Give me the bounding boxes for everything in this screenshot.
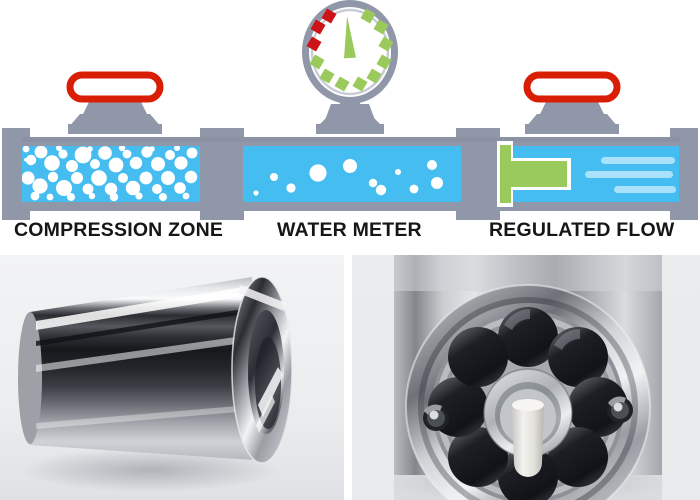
label-water-meter: WATER METER: [277, 219, 422, 241]
bubbles-dense: [22, 146, 198, 202]
flow-lines: [585, 157, 676, 193]
photo-strip: [0, 255, 700, 500]
label-regulated-flow: REGULATED FLOW: [489, 219, 675, 241]
screw-left: [423, 404, 449, 431]
valve-handle-left[interactable]: [66, 71, 164, 103]
valve-handle-right[interactable]: [523, 71, 621, 103]
gauge-stand: [316, 96, 384, 134]
center-pin: [512, 405, 544, 477]
gauge-needle: [344, 16, 356, 59]
valve-left[interactable]: [66, 71, 164, 134]
section-compression-zone: [22, 146, 200, 202]
valve-right[interactable]: [523, 71, 621, 134]
screw-right: [607, 396, 633, 423]
gauge-ticks: [306, 8, 394, 92]
section-water-meter: [243, 146, 461, 202]
water-meter-gauge[interactable]: [302, 0, 398, 104]
pipe-diagram-svg: [2, 0, 698, 220]
bubbles-sparse: [253, 159, 443, 196]
cylinder-end-face-photo: [352, 255, 700, 500]
polished-cylinder-art: [0, 255, 344, 500]
polished-cylinder-photo: [0, 255, 344, 500]
section-labels: COMPRESSION ZONE WATER METER REGULATED F…: [0, 219, 700, 249]
label-compression-zone: COMPRESSION ZONE: [14, 219, 224, 241]
cylinder-end-face-art: [352, 255, 700, 500]
regulator-nozzle: [500, 145, 567, 203]
pipe-diagram: COMPRESSION ZONE WATER METER REGULATED F…: [0, 0, 700, 249]
section-regulated-flow: [497, 141, 679, 207]
